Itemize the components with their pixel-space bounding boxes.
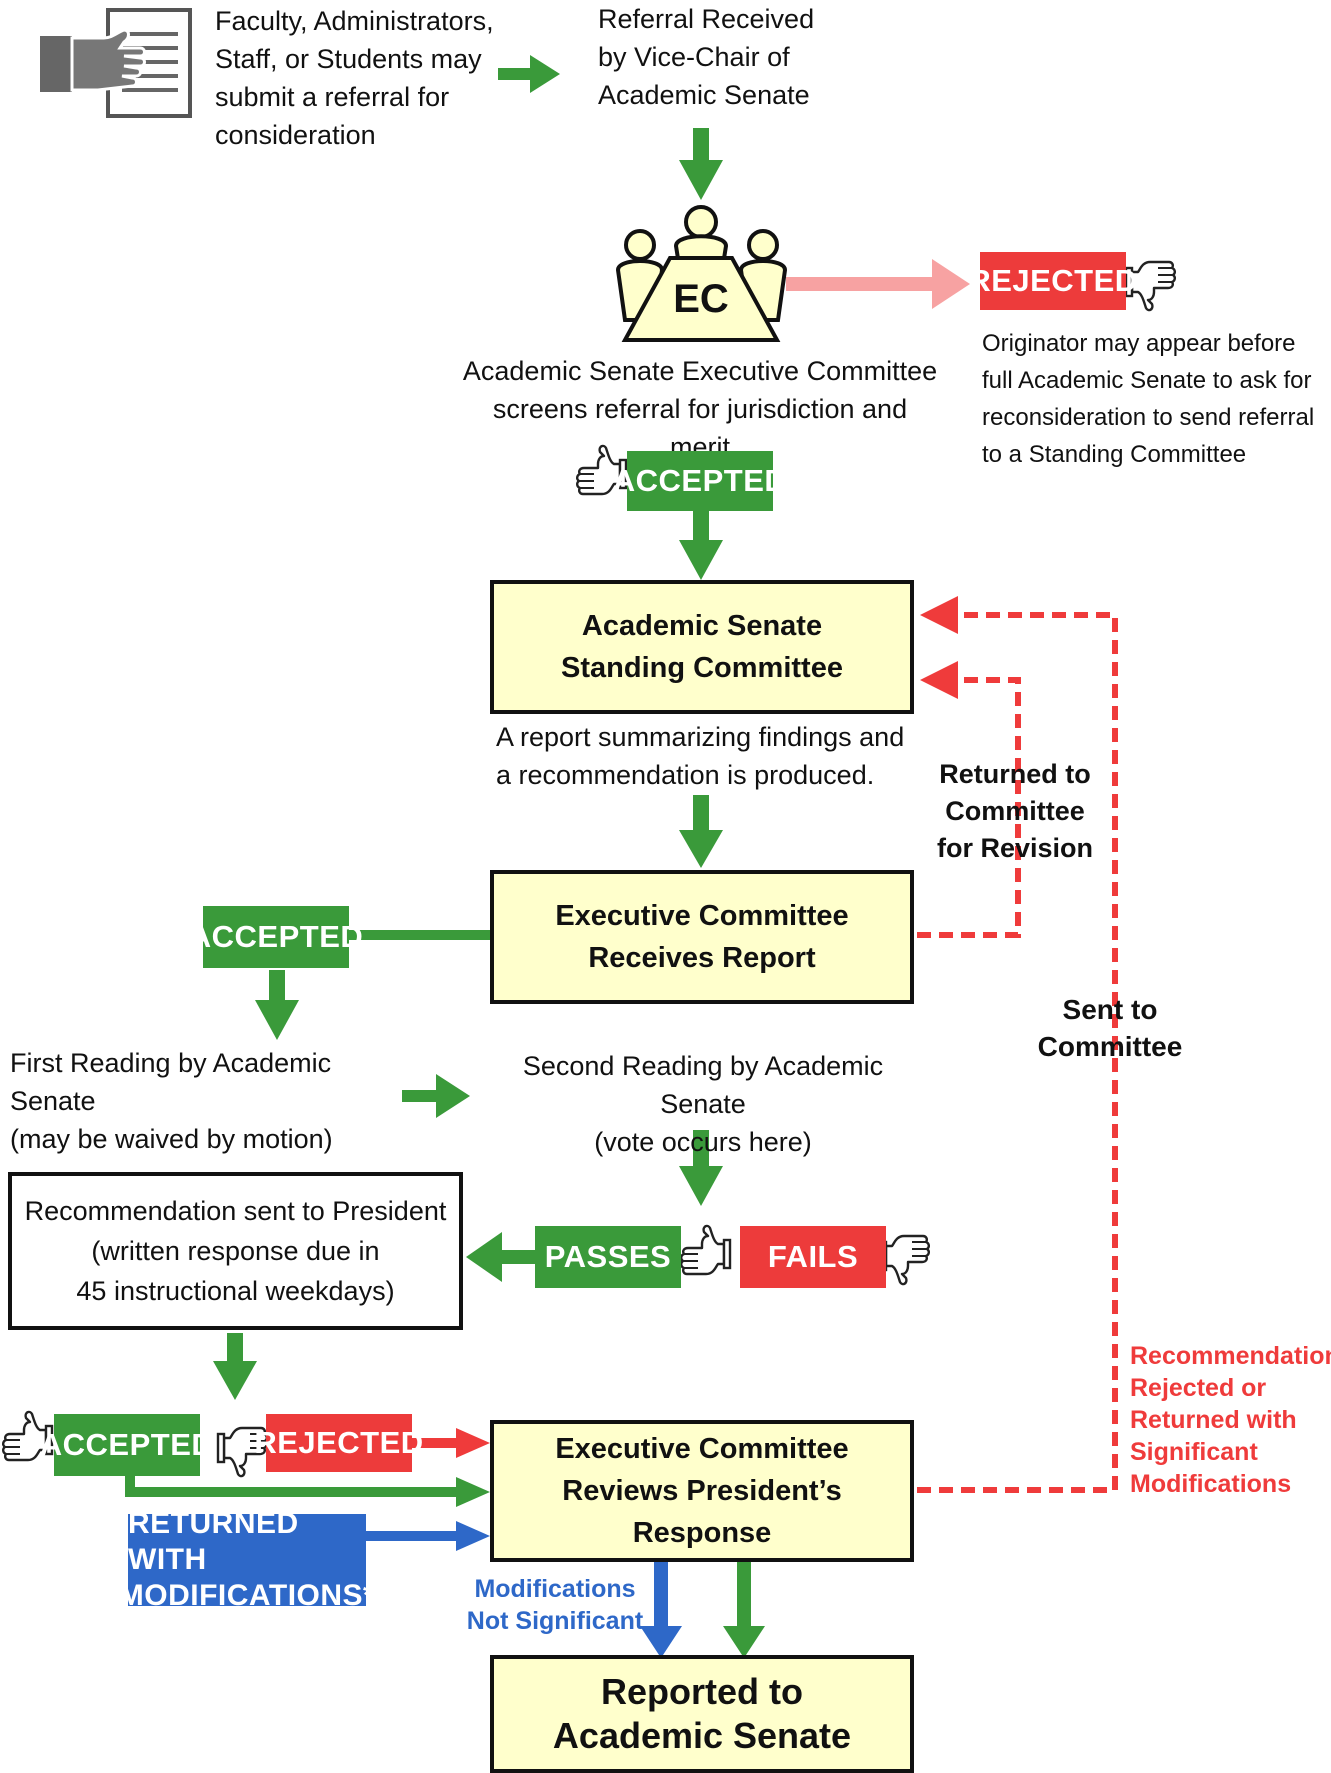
arrow-received-ec <box>693 128 709 160</box>
first-reading-text: First Reading by Academic Senate (may be… <box>10 1048 333 1154</box>
modifications-not-significant-label: Modifications Not Significant <box>466 1575 644 1635</box>
arrow-mods-not-significant <box>654 1562 668 1628</box>
dashed-sent-to-committee <box>917 612 1118 1493</box>
dashed-return-revision <box>917 677 1021 938</box>
second-reading-text: Second Reading by Academic Senate (vote … <box>522 1051 884 1157</box>
arrow-president-response <box>227 1333 243 1363</box>
accepted-badge-president: ACCEPTED <box>40 1414 214 1476</box>
arrow-first-second-reading <box>402 1090 438 1102</box>
arrow-ec-rejected <box>786 277 936 291</box>
arrow-submit-received <box>498 68 534 80</box>
recommendation-rejected-note: Recommendation Rejected or Returned with… <box>1130 1342 1331 1498</box>
standing-committee-box: Academic Senate Standing Committee <box>490 580 914 714</box>
rejected-badge-bottom: REJECTED <box>254 1414 423 1472</box>
arrow-accepted-first-reading <box>269 970 285 1000</box>
referral-received-text: Referral Received by Vice-Chair of Acade… <box>598 4 815 110</box>
ec-screens-text: Academic Senate Executive Committee scre… <box>462 356 938 462</box>
accepted-badge-report: ACCEPTED <box>189 906 363 968</box>
ec-receives-report-box: Executive Committee Receives Report <box>490 870 914 1004</box>
arrow-reviews-reported <box>737 1562 751 1628</box>
arrow-second-vote <box>693 1130 709 1168</box>
recommendation-president-box: Recommendation sent to President (writte… <box>8 1172 463 1330</box>
arrow-accepted-standing <box>693 510 709 542</box>
sent-to-committee-label: Sent to Committee <box>1037 994 1183 1062</box>
passes-badge: PASSES <box>535 1226 681 1288</box>
reported-to-senate-box: Reported to Academic Senate <box>490 1655 914 1773</box>
report-summary-text: A report summarizing findings and a reco… <box>496 722 905 790</box>
arrow-rejected-reviews <box>412 1438 460 1448</box>
arrow-returned-reviews <box>364 1531 460 1541</box>
accepted-badge-ec: ACCEPTED <box>613 451 787 511</box>
arrow-passes-president <box>500 1250 536 1264</box>
ec-reviews-response-box: Executive Committee Reviews President’s … <box>490 1420 914 1562</box>
committee-people-icon <box>615 205 788 342</box>
hand-document-icon <box>40 8 192 118</box>
ec-label: EC <box>673 277 729 321</box>
fails-badge: FAILS <box>740 1226 886 1288</box>
rejected-badge-top: REJECTED <box>968 252 1137 310</box>
originator-note: Originator may appear before full Academ… <box>982 330 1315 468</box>
thumbs-down-icon <box>878 1234 931 1286</box>
thumbs-up-icon <box>679 1224 732 1276</box>
returned-with-modifications-badge: RETURNED WITH MODIFICATIONS* <box>118 1507 376 1612</box>
line-accepted-receives <box>348 930 493 940</box>
submit-referral-text: Faculty, Administrators, Staff, or Stude… <box>215 6 494 150</box>
returned-for-revision-label: Returned to Committee for Revision <box>936 759 1094 863</box>
arrow-report-receives <box>693 795 709 830</box>
